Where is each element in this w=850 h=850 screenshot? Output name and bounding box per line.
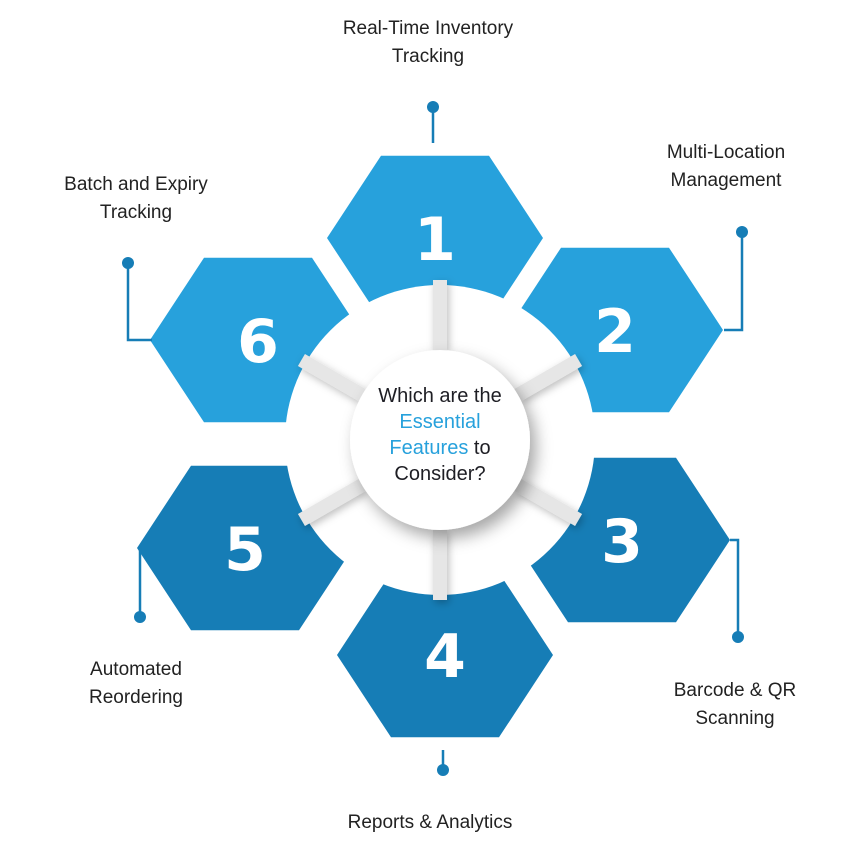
feature-number-1: 1: [414, 205, 456, 275]
feature-number-3: 3: [601, 507, 643, 577]
feature-number-5: 5: [224, 515, 266, 585]
label-line: Multi-Location: [666, 142, 786, 163]
hexagon-1: [327, 155, 543, 321]
label-line: Reordering: [89, 687, 183, 708]
label-line: Barcode & QR: [673, 680, 797, 701]
divider-spoke: [297, 353, 366, 402]
connector-dot-1: [427, 101, 439, 113]
feature-label-3: Barcode & QR Scanning: [674, 677, 797, 733]
divider-spoke: [297, 478, 366, 527]
label-line: Tracking: [99, 202, 173, 223]
connector-dot-4: [437, 764, 449, 776]
label-line: Management: [670, 170, 782, 191]
connector-line-2: [724, 232, 744, 332]
label-line: Real-Time Inventory: [342, 18, 514, 39]
label-line: Automated: [90, 659, 182, 680]
connector-dot-2: [736, 226, 748, 238]
hexagon-4: [337, 572, 553, 738]
center-line-1: Which are the: [378, 385, 502, 407]
label-line: Tracking: [391, 46, 465, 67]
connector-line-3: [730, 538, 740, 637]
connector-dot-6: [122, 257, 134, 269]
feature-number-2: 2: [594, 297, 636, 367]
feature-number-4: 4: [424, 622, 466, 692]
divider-spoke: [514, 353, 583, 402]
center-tail: to: [473, 437, 491, 459]
label-line: Scanning: [695, 708, 775, 729]
connector-line-6: [126, 263, 152, 342]
label-line: Reports & Analytics: [347, 812, 513, 833]
feature-number-6: 6: [237, 307, 279, 377]
center-line-4: Consider?: [394, 463, 486, 485]
center-circle: [350, 350, 530, 530]
center-question: Which are the Essential Features to Cons…: [350, 383, 530, 487]
hexagon-5: [137, 465, 353, 631]
connector-line-5: [138, 546, 142, 617]
connector-dot-3: [732, 631, 744, 643]
center-accent-1: Essential: [399, 411, 481, 433]
feature-label-4: Reports & Analytics: [348, 809, 513, 837]
connector-dot-5: [134, 611, 146, 623]
label-line: Batch and Expiry: [64, 174, 208, 195]
divider-spoke: [514, 478, 583, 527]
center-accent-2: Features: [389, 437, 469, 459]
